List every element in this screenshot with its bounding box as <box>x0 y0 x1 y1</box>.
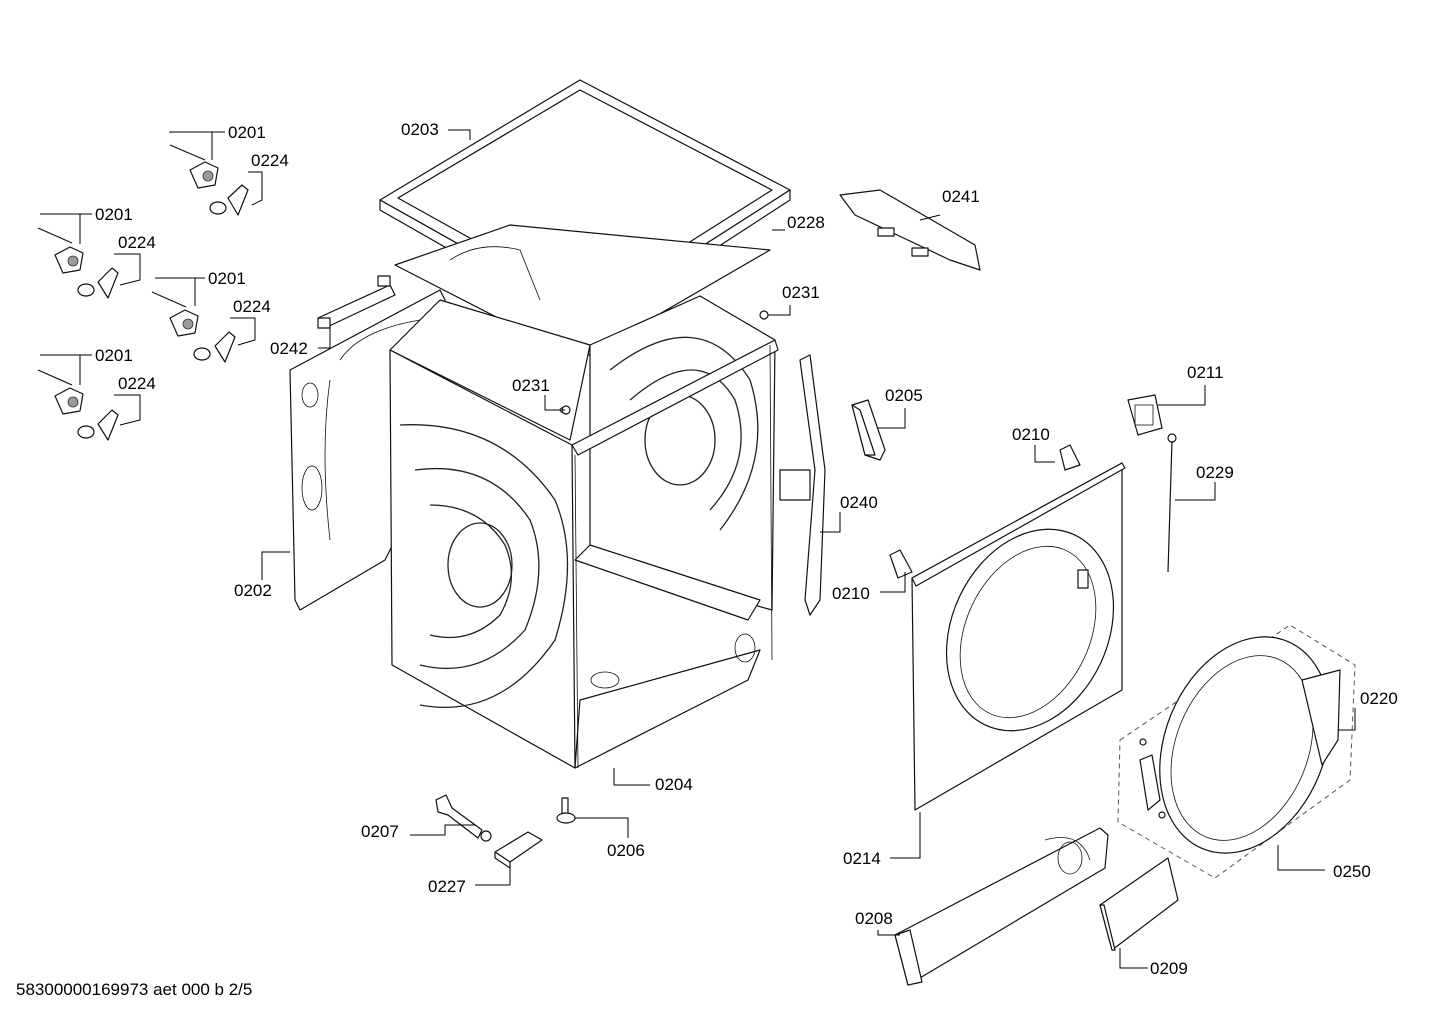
label-0201-a: 0201 <box>228 123 266 142</box>
label-0210-bottom: 0210 <box>832 584 870 603</box>
label-0224-c: 0224 <box>233 297 271 316</box>
service-flap <box>1099 857 1179 951</box>
label-0214: 0214 <box>843 849 881 868</box>
label-0211: 0211 <box>1187 363 1224 382</box>
front-panel <box>911 462 1126 811</box>
disc-0231-top <box>759 310 769 320</box>
bracket-0205 <box>851 399 886 461</box>
bolt-set-4 <box>37 369 119 441</box>
label-0250: 0250 <box>1333 862 1371 881</box>
rod-0229 <box>1167 433 1177 573</box>
label-0241: 0241 <box>942 187 980 206</box>
latch-0210-top <box>1059 444 1081 471</box>
label-0231-inner: 0231 <box>512 376 550 395</box>
label-0209: 0209 <box>1150 959 1188 978</box>
latch-0210-bottom <box>889 549 913 579</box>
label-0204: 0204 <box>655 775 693 794</box>
leader-lines <box>40 129 1356 969</box>
top-rail <box>317 275 396 329</box>
label-0224-d: 0224 <box>118 374 156 393</box>
label-0240: 0240 <box>840 493 878 512</box>
label-0202: 0202 <box>234 581 272 600</box>
cabinet <box>389 295 779 769</box>
label-0201-c: 0201 <box>208 269 246 288</box>
label-0201-d: 0201 <box>95 346 133 365</box>
adjustable-foot <box>556 797 576 824</box>
wrench <box>435 794 492 842</box>
shim-plate <box>494 831 543 869</box>
label-0242: 0242 <box>270 339 308 358</box>
label-0208: 0208 <box>855 909 893 928</box>
label-0229: 0229 <box>1196 463 1234 482</box>
label-0206: 0206 <box>607 841 645 860</box>
label-0228: 0228 <box>787 213 825 232</box>
label-0205: 0205 <box>885 386 923 405</box>
label-0207: 0207 <box>361 822 399 841</box>
label-0227: 0227 <box>428 877 466 896</box>
document-id: 58300000169973 aet 000 b 2/5 <box>16 980 253 999</box>
detergent-drawer <box>894 827 1109 986</box>
bolt-set-3 <box>151 291 236 363</box>
label-0201-b: 0201 <box>95 205 133 224</box>
callout-labels: 0201 0224 0201 0224 0201 0224 0201 0224 … <box>95 120 1398 978</box>
bolt-set-2 <box>37 227 119 299</box>
front-rail <box>779 354 826 616</box>
label-0203: 0203 <box>401 120 439 139</box>
label-0220: 0220 <box>1360 689 1398 708</box>
label-0210-top: 0210 <box>1012 425 1050 444</box>
label-0224-b: 0224 <box>118 233 156 252</box>
module-0211 <box>1127 394 1163 436</box>
door-assembly <box>1117 624 1356 879</box>
bolt-set-1 <box>169 144 249 216</box>
top-bracket <box>839 189 981 271</box>
label-0224-a: 0224 <box>251 151 289 170</box>
label-0231-top: 0231 <box>782 283 820 302</box>
